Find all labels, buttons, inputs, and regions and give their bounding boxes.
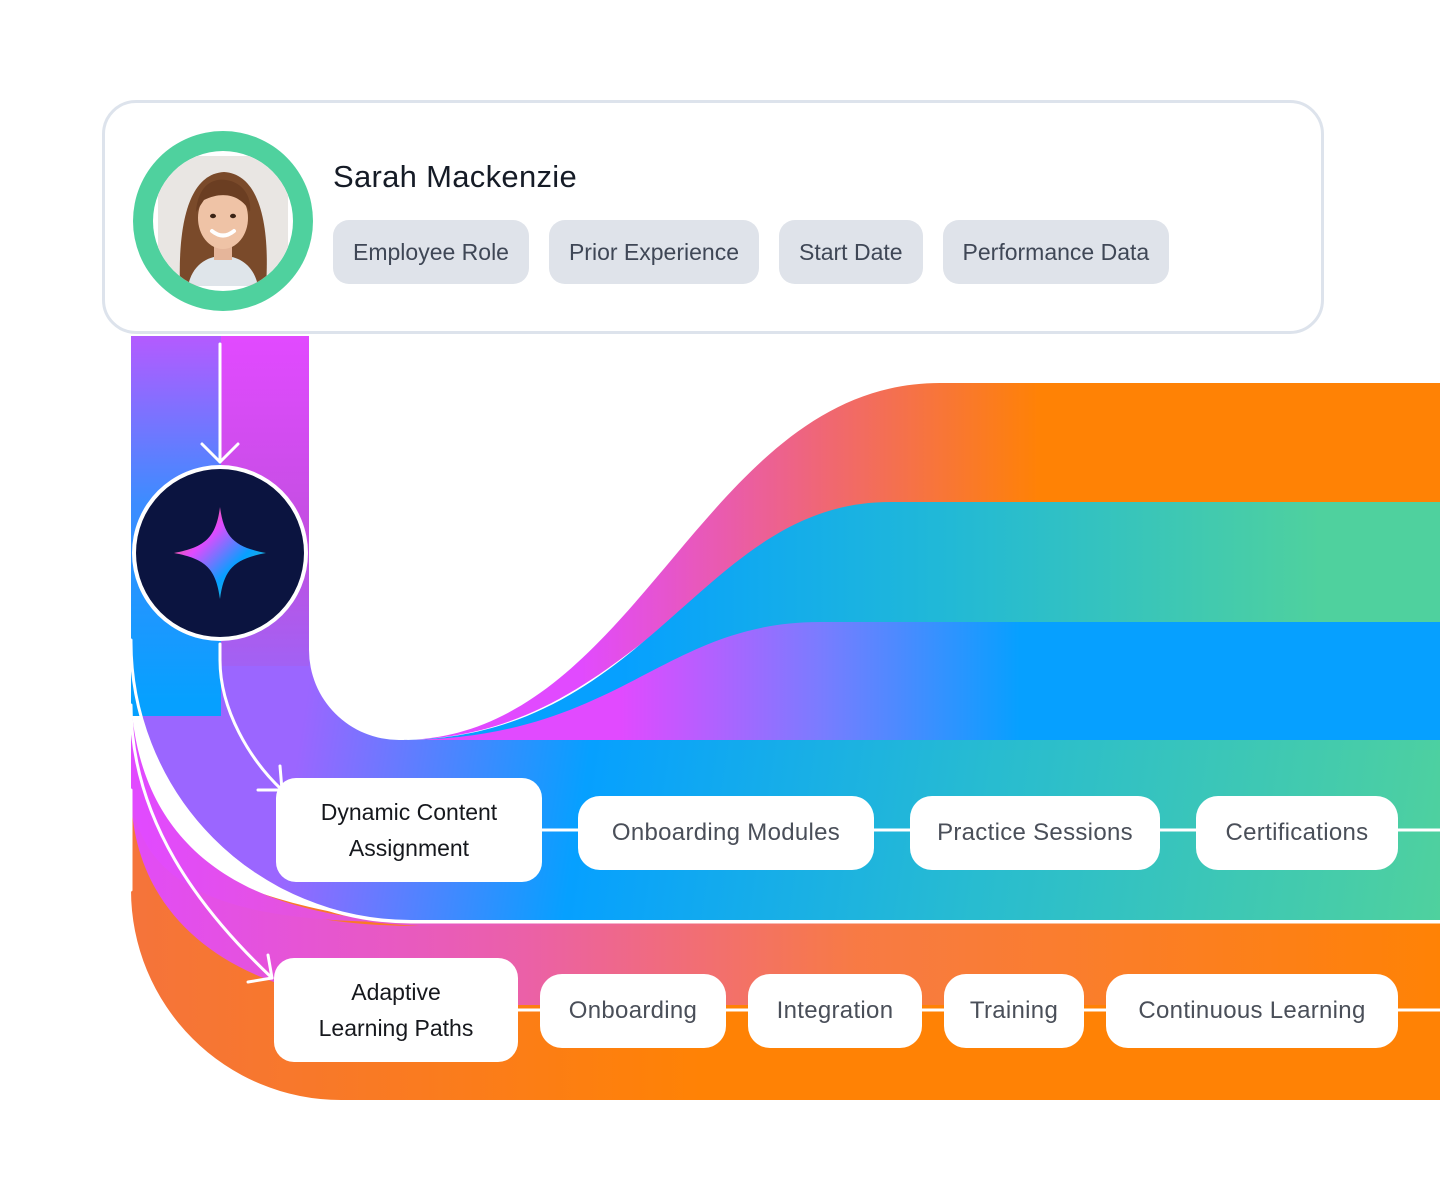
- step-training[interactable]: Training: [944, 974, 1084, 1048]
- attribute-chip-prior-experience[interactable]: Prior Experience: [548, 220, 759, 284]
- ribbon-band-pink: [131, 720, 1440, 1005]
- step-onboarding[interactable]: Onboarding: [540, 974, 726, 1048]
- ribbon-orange-top: [400, 383, 1440, 740]
- employee-profile-card: Sarah Mackenzie Employee Role Prior Expe…: [102, 100, 1324, 334]
- step-continuous-learning[interactable]: Continuous Learning: [1106, 974, 1398, 1048]
- connector-outer: [129, 638, 1440, 924]
- avatar: [153, 151, 293, 291]
- arrowhead-paths: [246, 953, 274, 984]
- sparkle-star-icon: [174, 507, 266, 599]
- step-integration[interactable]: Integration: [748, 974, 922, 1048]
- flow-title-dynamic-content-assignment[interactable]: Dynamic Content Assignment: [276, 778, 542, 882]
- step-onboarding-modules[interactable]: Onboarding Modules: [578, 796, 874, 870]
- attribute-chip-start-date[interactable]: Start Date: [779, 220, 923, 284]
- connector-to-paths: [129, 703, 274, 980]
- step-practice-sessions[interactable]: Practice Sessions: [910, 796, 1160, 870]
- attribute-chip-performance-data[interactable]: Performance Data: [942, 220, 1170, 284]
- avatar-ring: [133, 131, 313, 311]
- ribbon-content-assignment: [131, 340, 1440, 920]
- attribute-chip-employee-role[interactable]: Employee Role: [333, 220, 529, 284]
- ribbon-blue-bottom: [400, 622, 1440, 741]
- profile-attributes: Employee Role Prior Experience Start Dat…: [333, 220, 1170, 284]
- flow-title-adaptive-learning-paths[interactable]: Adaptive Learning Paths: [274, 958, 518, 1062]
- connector-ai-to-content: [218, 642, 284, 792]
- arrowhead-ai: [200, 442, 240, 464]
- ai-engine-badge: [132, 465, 308, 641]
- avatar-portrait-icon: [158, 156, 288, 286]
- employee-name: Sarah Mackenzie: [333, 159, 578, 194]
- step-certifications[interactable]: Certifications: [1196, 796, 1398, 870]
